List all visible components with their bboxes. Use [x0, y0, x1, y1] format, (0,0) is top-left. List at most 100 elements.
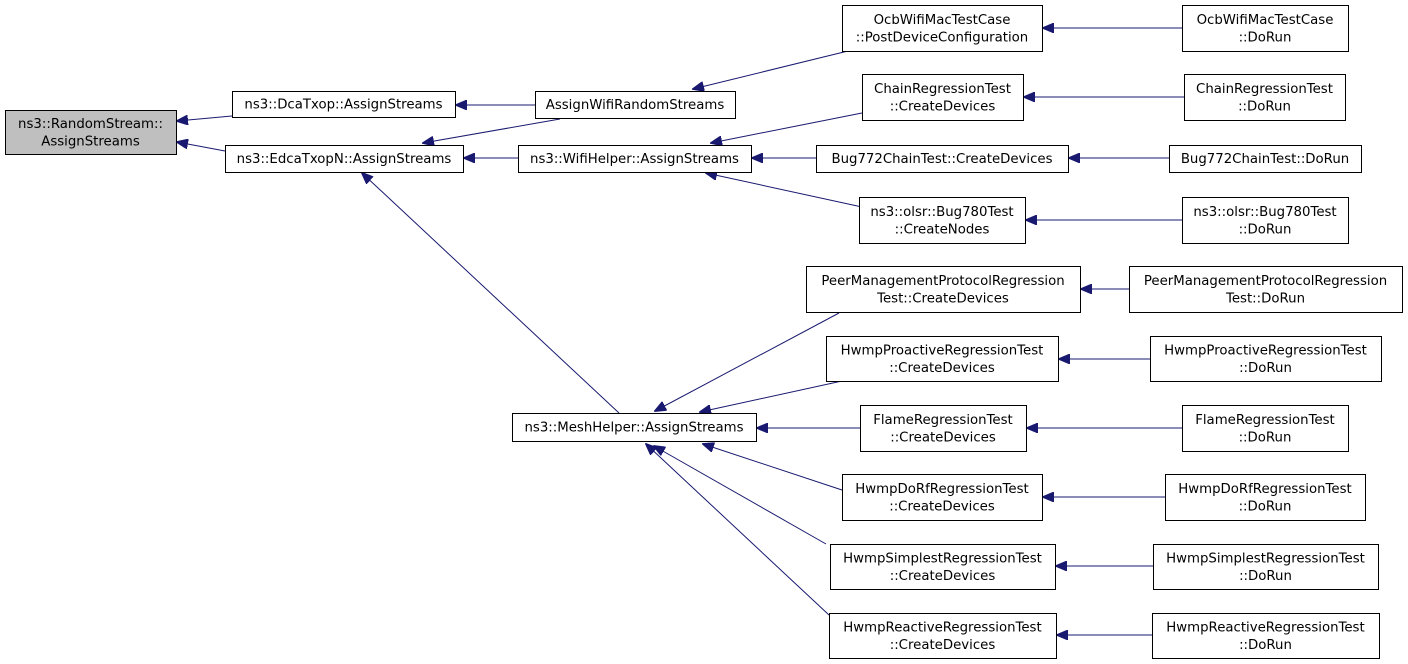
node-dca-txop[interactable]: ns3::DcaTxop::AssignStreams: [232, 91, 456, 118]
node-mesh-helper[interactable]: ns3::MeshHelper::AssignStreams: [512, 413, 757, 442]
node-box: [518, 145, 752, 173]
node-label-line: ::DoRun: [1239, 222, 1292, 237]
node-box: [1182, 5, 1349, 52]
edge-chain_create-to-wifi_helper: [711, 112, 863, 143]
node-label-line: ::DoRun: [1239, 430, 1292, 445]
node-proactive-run[interactable]: HwmpProactiveRegressionTest::DoRun: [1150, 336, 1382, 382]
node-peer-create[interactable]: PeerManagementProtocolRegressionTest::Cr…: [806, 266, 1081, 313]
node-label-line: ChainRegressionTest: [874, 82, 1011, 97]
node-reactive-run[interactable]: HwmpReactiveRegressionTest::DoRun: [1152, 613, 1380, 659]
node-peer-run[interactable]: PeerManagementProtocolRegressionTest::Do…: [1129, 266, 1403, 313]
node-label-line: ::DoRun: [1239, 638, 1292, 653]
node-box: [1182, 405, 1349, 452]
node-proactive-create[interactable]: HwmpProactiveRegressionTest::CreateDevic…: [826, 336, 1059, 382]
node-box: [816, 145, 1069, 173]
node-chain-run[interactable]: ChainRegressionTest::DoRun: [1184, 74, 1346, 121]
node-box: [842, 474, 1043, 521]
node-olsr-run[interactable]: ns3::olsr::Bug780Test::DoRun: [1182, 197, 1349, 244]
node-box: [860, 405, 1027, 452]
node-label-line: ns3::MeshHelper::AssignStreams: [524, 421, 743, 436]
node-label-line: HwmpProactiveRegressionTest: [1164, 343, 1367, 358]
node-box: [1184, 74, 1346, 121]
node-box: [1150, 336, 1382, 382]
node-box: [842, 5, 1043, 52]
node-label-line: OcbWifiMacTestCase: [874, 13, 1011, 28]
node-flame-create[interactable]: FlameRegressionTest::CreateDevices: [860, 405, 1027, 452]
node-box: [826, 336, 1059, 382]
node-edca-txopn[interactable]: ns3::EdcaTxopN::AssignStreams: [225, 145, 464, 173]
node-label-line: HwmpReactiveRegressionTest: [843, 620, 1041, 635]
node-random-stream: ns3::RandomStream::AssignStreams: [5, 110, 177, 155]
node-box: [232, 91, 456, 118]
edge-dca_txop-to-random_stream: [177, 116, 233, 121]
node-label-line: Test::DoRun: [1225, 291, 1305, 306]
node-dorf-create[interactable]: HwmpDoRfRegressionTest::CreateDevices: [842, 474, 1043, 521]
node-label-line: ::DoRun: [1239, 499, 1292, 514]
node-box: [859, 197, 1026, 244]
edge-mesh_helper-to-edca_txopn: [362, 173, 620, 414]
node-box: [1153, 544, 1379, 590]
node-bug772-create[interactable]: Bug772ChainTest::CreateDevices: [816, 145, 1069, 173]
node-label-line: AssignStreams: [41, 134, 140, 149]
node-label-line: Bug772ChainTest::CreateDevices: [831, 152, 1052, 167]
edge-olsr_create-to-wifi_helper: [706, 173, 863, 208]
edge-proactive_create-to-mesh_helper: [700, 380, 843, 412]
node-label-line: ::DoRun: [1239, 30, 1292, 45]
node-label-line: FlameRegressionTest: [1195, 413, 1335, 428]
node-label-line: PeerManagementProtocolRegression: [1144, 274, 1387, 289]
node-label-line: Bug772ChainTest::DoRun: [1181, 152, 1349, 167]
node-label-line: HwmpReactiveRegressionTest: [1166, 620, 1364, 635]
edge-dorf_create-to-mesh_helper: [703, 444, 843, 491]
node-box: [806, 266, 1081, 313]
node-label-line: ::PostDeviceConfiguration: [856, 30, 1028, 45]
node-label-line: ns3::olsr::Bug780Test: [1193, 205, 1336, 220]
node-box: [1169, 145, 1362, 173]
node-label-line: AssignWifiRandomStreams: [546, 98, 725, 113]
node-flame-run[interactable]: FlameRegressionTest::DoRun: [1182, 405, 1349, 452]
node-label-line: ns3::RandomStream::: [18, 117, 163, 132]
node-label-line: ChainRegressionTest: [1196, 82, 1333, 97]
edge-ocb_post-to-assign_wifi_random: [693, 49, 853, 89]
node-ocb-post[interactable]: OcbWifiMacTestCase::PostDeviceConfigurat…: [842, 5, 1043, 52]
edge-edca_txopn-to-random_stream: [177, 142, 226, 152]
node-ocb-run[interactable]: OcbWifiMacTestCase::DoRun: [1182, 5, 1349, 52]
node-box: [1152, 613, 1380, 659]
node-wifi-helper[interactable]: ns3::WifiHelper::AssignStreams: [518, 145, 752, 173]
node-label-line: OcbWifiMacTestCase: [1197, 13, 1334, 28]
node-box: [5, 110, 177, 155]
node-label-line: ns3::olsr::Bug780Test: [870, 205, 1013, 220]
edge-assign_wifi_random-to-edca_txopn: [423, 118, 561, 143]
node-label-line: ::CreateDevices: [889, 361, 995, 376]
node-box: [862, 74, 1024, 121]
node-label-line: HwmpProactiveRegressionTest: [841, 343, 1044, 358]
node-olsr-create[interactable]: ns3::olsr::Bug780Test::CreateNodes: [859, 197, 1026, 244]
node-bug772-run[interactable]: Bug772ChainTest::DoRun: [1169, 145, 1362, 173]
node-simplest-run[interactable]: HwmpSimplestRegressionTest::DoRun: [1153, 544, 1379, 590]
node-simplest-create[interactable]: HwmpSimplestRegressionTest::CreateDevice…: [830, 544, 1056, 590]
node-label-line: ::DoRun: [1239, 569, 1292, 584]
edge-peer_create-to-mesh_helper: [655, 312, 840, 411]
node-label-line: HwmpDoRfRegressionTest: [855, 482, 1028, 497]
node-label-line: ::CreateDevices: [890, 430, 996, 445]
node-chain-create[interactable]: ChainRegressionTest::CreateDevices: [862, 74, 1024, 121]
node-label-line: ::DoRun: [1238, 99, 1291, 114]
node-box: [1182, 197, 1349, 244]
node-box: [1165, 474, 1366, 521]
node-label-line: ::CreateDevices: [889, 499, 995, 514]
node-dorf-run[interactable]: HwmpDoRfRegressionTest::DoRun: [1165, 474, 1366, 521]
node-box: [829, 613, 1057, 659]
node-label-line: FlameRegressionTest: [873, 413, 1013, 428]
node-assign-wifi-random[interactable]: AssignWifiRandomStreams: [535, 91, 736, 119]
node-label-line: ::CreateDevices: [890, 569, 996, 584]
edge-reactive_create-to-mesh_helper: [646, 444, 830, 616]
node-label-line: HwmpSimplestRegressionTest: [1166, 551, 1365, 566]
node-label-line: ::CreateDevices: [890, 638, 996, 653]
node-label-line: ::CreateDevices: [890, 99, 996, 114]
node-reactive-create[interactable]: HwmpReactiveRegressionTest::CreateDevice…: [829, 613, 1057, 659]
node-label-line: Test::CreateDevices: [876, 291, 1009, 306]
node-box: [1129, 266, 1403, 313]
node-label-line: ns3::DcaTxop::AssignStreams: [244, 98, 442, 113]
node-label-line: HwmpSimplestRegressionTest: [843, 551, 1042, 566]
node-box: [225, 145, 464, 173]
